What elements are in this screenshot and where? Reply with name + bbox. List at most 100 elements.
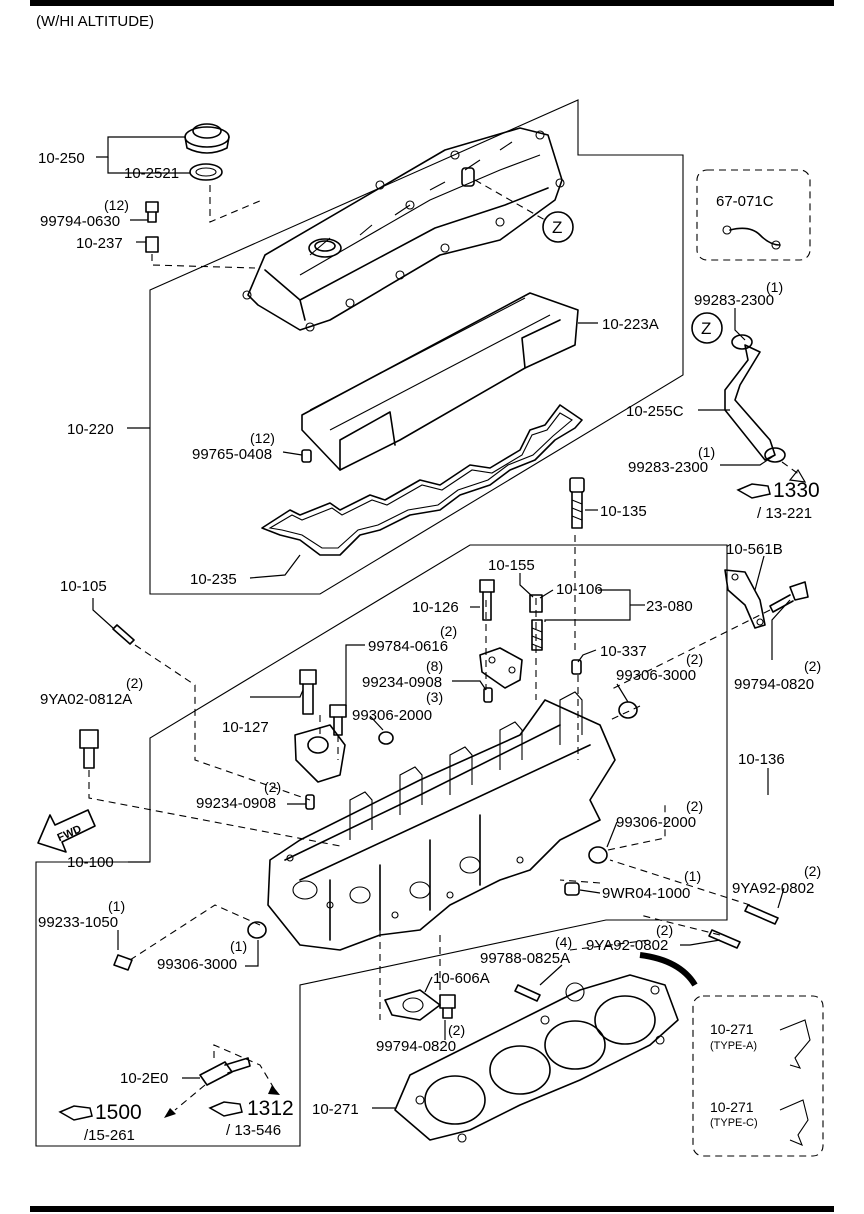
gasket-type-box (692, 995, 824, 1157)
label-10-220: 10-220 (67, 421, 114, 438)
label-99794-0820-bot: 99794-0820 (376, 1038, 456, 1055)
cylinder-head (267, 691, 616, 951)
label-10-337: 10-337 (600, 643, 647, 660)
label-10-235: 10-235 (190, 571, 237, 588)
bolt-99794-bot (439, 994, 456, 1019)
fitting-2e0 (164, 1044, 280, 1118)
qty-99306-3000-bot: (1) (230, 938, 247, 954)
label-10-606a: 10-606A (433, 970, 490, 987)
z-marker-hose-text: Z (701, 319, 711, 338)
z-marker-hose (691, 312, 723, 344)
bolt-9ya02-dash (88, 770, 341, 847)
gasket-arrow (639, 952, 698, 987)
label-99283-2300-top: 99283-2300 (694, 292, 774, 309)
qty-99306-2000-top: (3) (426, 689, 443, 705)
gasket-type-c-icon (779, 1099, 809, 1147)
label-10-126: 10-126 (412, 599, 459, 616)
ref-1330-number: 1330 (773, 479, 820, 502)
qty-99788-0825a: (4) (555, 934, 572, 950)
valve-106 (529, 594, 543, 651)
qty-99784-0616: (2) (440, 623, 457, 639)
bracket-561b (724, 569, 766, 629)
head-bolt-135 (569, 477, 585, 529)
ref-1500-link[interactable]: 1500 /15-261 (58, 1101, 142, 1144)
cam-cap (479, 647, 523, 689)
label-9ya92-0802-right: 9YA92-0802 (732, 880, 814, 897)
ref-1312-link[interactable]: 1312 / 13-546 (208, 1097, 294, 1139)
label-99233-1050: 99233-1050 (38, 914, 118, 931)
label-99788-0825a: 99788-0825A (480, 950, 570, 967)
z-marker-top-text: Z (552, 218, 562, 237)
label-23-080: 23-080 (646, 598, 693, 615)
ref-1330-link[interactable]: 1330 / 13-221 (736, 479, 820, 522)
top-rule (30, 0, 834, 6)
qty-9ya92-0802-mid: (2) (656, 922, 673, 938)
bolt-99784 (329, 704, 347, 736)
label-10-100: 10-100 (67, 854, 114, 871)
qty-99765-0408: (12) (250, 430, 275, 446)
plug-99306-2000-top (378, 731, 394, 745)
label-99794-0630: 99794-0630 (40, 213, 120, 230)
qty-99306-2000-bot: (2) (686, 798, 703, 814)
bolt-dash (151, 254, 256, 269)
label-10-105: 10-105 (60, 578, 107, 595)
leader-lines (92, 136, 791, 1109)
z-link-dash (474, 179, 546, 221)
pointing-hand-icon (736, 483, 771, 499)
label-10-136: 10-136 (738, 751, 785, 768)
label-99765-0408: 99765-0408 (192, 446, 272, 463)
label-10-223a: 10-223A (602, 316, 659, 333)
bolt-9ya02 (79, 729, 99, 769)
label-10-561b: 10-561B (726, 541, 783, 558)
qty-99794-0630: (12) (104, 197, 129, 213)
type-a-label: (TYPE-A) (710, 1040, 757, 1052)
ref-1500-sub: /15-261 (84, 1127, 135, 1144)
pointing-hand-icon (58, 1105, 93, 1121)
stud-105-dash (134, 644, 311, 801)
label-99283-2300-bot: 99283-2300 (628, 459, 708, 476)
ref-1330-sub: / 13-221 (757, 505, 812, 522)
label-99234-0908-top: 99234-0908 (362, 674, 442, 691)
label-10-271: 10-271 (312, 1101, 359, 1118)
plug-99306-3000-bot (247, 921, 267, 939)
baffle-bolt (301, 449, 312, 463)
plug-337 (571, 659, 582, 675)
label-99234-0908-bot: 99234-0908 (196, 795, 276, 812)
cylinder-head-cover (242, 127, 565, 332)
ref-1500-number: 1500 (95, 1101, 142, 1124)
bolt-99794-right (769, 581, 809, 613)
cap-dash (209, 185, 263, 223)
head-gasket (394, 974, 679, 1143)
cover-gasket-inner (268, 412, 573, 549)
label-10-127: 10-127 (222, 719, 269, 736)
qty-9wr04-1000: (1) (684, 868, 701, 884)
pin-99234-top (483, 687, 493, 703)
qty-99794-0820-bot: (2) (448, 1022, 465, 1038)
stud-99788 (514, 984, 541, 1002)
label-10-250: 10-250 (38, 150, 85, 167)
svg-text:FWD: FWD (56, 823, 84, 844)
qty-99283-2300-bot: (1) (698, 444, 715, 460)
plug-9wr04 (564, 882, 580, 896)
qty-99794-0820-right: (2) (804, 658, 821, 674)
label-10-106: 10-106 (556, 581, 603, 598)
gasket-type-a-icon (779, 1019, 811, 1069)
label-99794-0820-right: 99794-0820 (734, 676, 814, 693)
cover-bolt (145, 201, 159, 253)
type-c-label: (TYPE-C) (710, 1117, 758, 1129)
label-9wr04-1000: 9WR04-1000 (602, 885, 690, 902)
water-outlet-gasket (384, 989, 441, 1021)
inset-hose (722, 225, 781, 250)
type-a-code: 10-271 (710, 1021, 754, 1037)
stud-105 (112, 624, 135, 645)
cover-group-outline (149, 99, 684, 595)
ref-1312-sub: / 13-546 (226, 1122, 281, 1139)
head-group-outline (35, 544, 728, 1147)
label-99306-3000-top: 99306-3000 (616, 667, 696, 684)
plug-99306-2000-bot (588, 846, 608, 864)
stud-9ya92-right (744, 904, 779, 925)
cam-bolt-126 (479, 579, 495, 621)
hose-inset-box (696, 169, 811, 261)
qty-99233-1050: (1) (108, 898, 125, 914)
